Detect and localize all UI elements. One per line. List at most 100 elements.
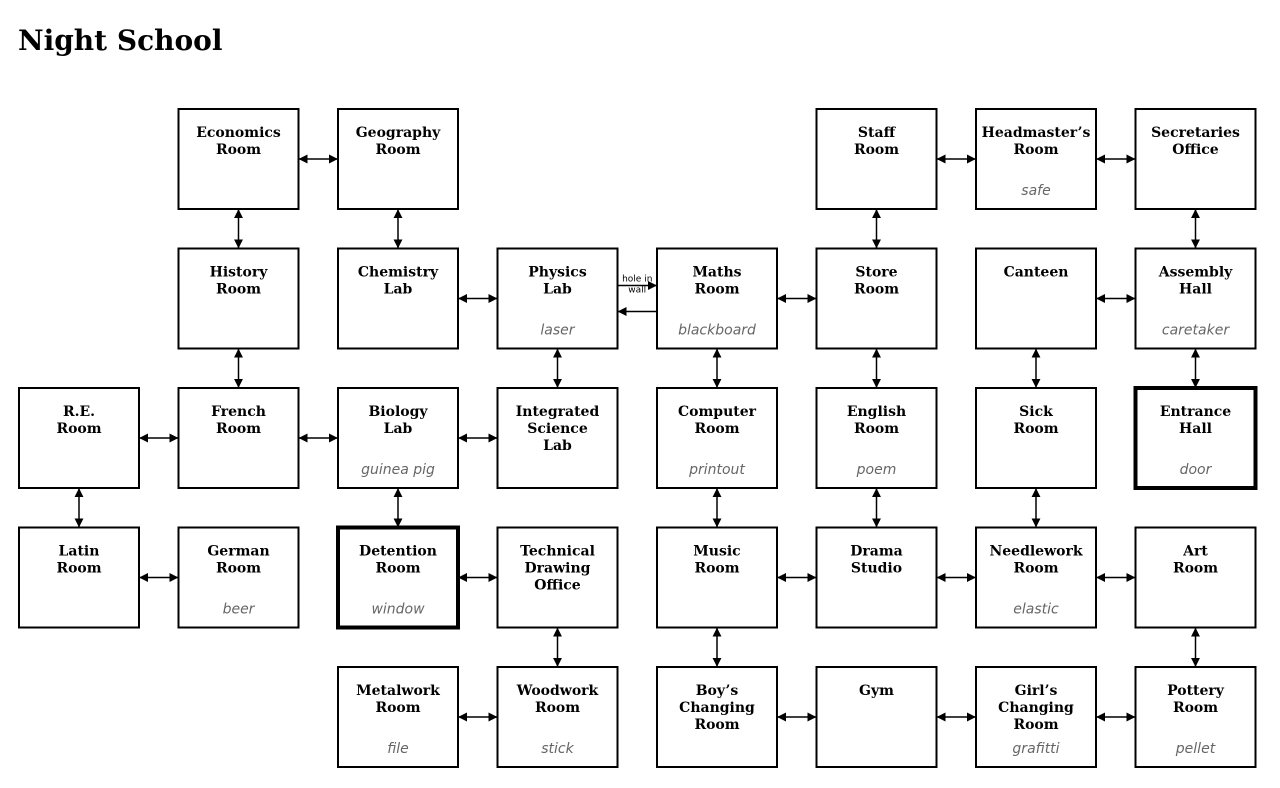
room-box [975,247,1097,350]
room-name-line: Music [693,544,740,560]
room-name-line: Lab [543,438,572,454]
room-name-line: Gym [859,683,894,699]
room-name-line: Room [535,700,580,716]
room-name-line: Room [694,282,739,298]
room-name-line: Lab [384,282,413,298]
room-box [496,526,619,629]
room-name-line: Sick [1019,404,1053,420]
room-box [177,108,300,210]
room-name-line: Canteen [1004,265,1069,281]
room-name-line: Maths [692,265,741,281]
room-name-line: Studio [851,561,902,577]
room-name-line: Integrated [516,404,600,420]
room-name-line: Assembly [1158,265,1233,281]
room-box [815,247,938,350]
room-item: guinea pig [361,462,435,478]
room-name-line: Needlework [989,544,1082,560]
room-name-line: Room [375,700,420,716]
room-item: stick [541,741,574,757]
room-box [1133,386,1258,490]
room-name-line: Room [1013,561,1058,577]
room-name-line: Room [216,561,261,577]
room-name-line: Room [854,421,899,437]
room-name-line: Secretaries [1151,125,1240,141]
page-title: Night School [18,24,223,57]
room-name-line: Economics [196,125,281,141]
room-name-line: Chemistry [358,265,439,281]
room-name-line: Art [1182,544,1208,560]
room-item: beer [223,602,256,618]
room-name-line: Staff [858,125,897,141]
room-name-line: Pottery [1167,683,1225,699]
room-name-line: English [847,404,906,420]
room-name-line: Room [216,421,261,437]
room-name-line: Metalwork [356,683,440,699]
room-box [656,247,778,350]
room-box [975,666,1097,768]
room-box [336,525,460,630]
room-name-line: Room [1013,142,1058,158]
room-name-line: History [210,265,269,281]
room-name-line: Drawing [525,561,591,577]
room-name-line: Computer [678,404,757,420]
room-item: grafitti [1012,741,1059,757]
room-name-line: Physics [528,265,587,281]
room-gym: Gym [815,666,938,768]
room-name-line: Room [56,561,101,577]
room-box [656,526,778,629]
room-name-line: Entrance [1160,404,1231,420]
room-box [496,666,619,768]
room-item: laser [540,323,575,339]
room-box [975,108,1097,210]
room-name-line: Room [375,561,420,577]
room-name-line: Room [1173,700,1218,716]
room-box [815,387,938,489]
room-name-line: Room [216,142,261,158]
room-box [337,666,459,768]
room-item: door [1180,462,1213,478]
room-name-line: Geography [356,125,441,141]
room-box [177,247,300,350]
room-name-line: Store [855,265,897,281]
room-box [975,526,1097,629]
room-name-line: Biology [368,404,428,420]
room-item: blackboard [678,323,756,339]
room-name-line: Changing [679,700,755,716]
room-name-line: R.E. [63,404,95,420]
room-box [337,387,459,489]
rooms-layer: EconomicsRoomGeographyRoomStaffRoomHeadm… [18,108,1258,768]
room-name-line: Room [56,421,101,437]
room-canteen: Canteen [975,247,1097,350]
room-box [18,526,140,629]
room-name-line: French [211,404,266,420]
room-item: caretaker [1162,323,1230,339]
room-box [815,526,938,629]
room-box [656,666,778,768]
room-box [1134,526,1257,629]
room-name-line: Technical [520,544,595,560]
room-item: printout [688,462,745,478]
room-name-line: Lab [384,421,413,437]
room-name-line: Room [375,142,420,158]
